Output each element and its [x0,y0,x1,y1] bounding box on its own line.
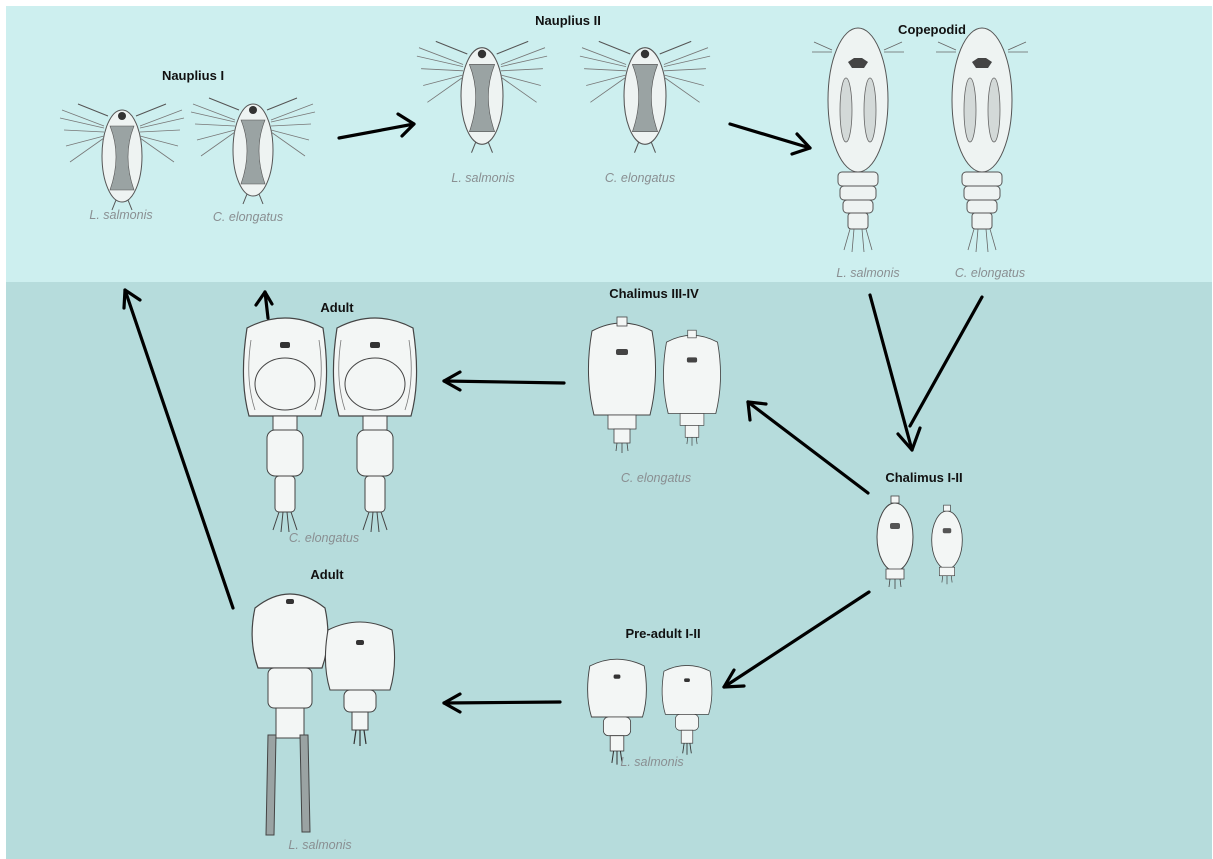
species-label: C. elongatus [605,171,675,185]
adult-ls-female-illustration [252,594,328,835]
species-label: C. elongatus [621,471,691,485]
title-nauplius-2: Nauplius II [535,13,601,28]
species-label: L. salmonis [288,838,351,852]
species-label: L. salmonis [620,755,683,769]
species-label: C. elongatus [289,531,359,545]
title-adult-c-elongatus: Adult [320,300,353,315]
title-chalimus-1-2: Chalimus I-II [885,470,962,485]
species-label: C. elongatus [955,266,1025,280]
species-label: C. elongatus [213,210,283,224]
title-chalimus-3-4: Chalimus III-IV [609,286,699,301]
title-pre-adult: Pre-adult I-II [625,626,700,641]
species-label: L. salmonis [836,266,899,280]
title-copepodid: Copepodid [898,22,966,37]
species-label: L. salmonis [89,208,152,222]
title-nauplius-1: Nauplius I [162,68,224,83]
species-label: L. salmonis [451,171,514,185]
title-adult-l-salmonis: Adult [310,567,343,582]
